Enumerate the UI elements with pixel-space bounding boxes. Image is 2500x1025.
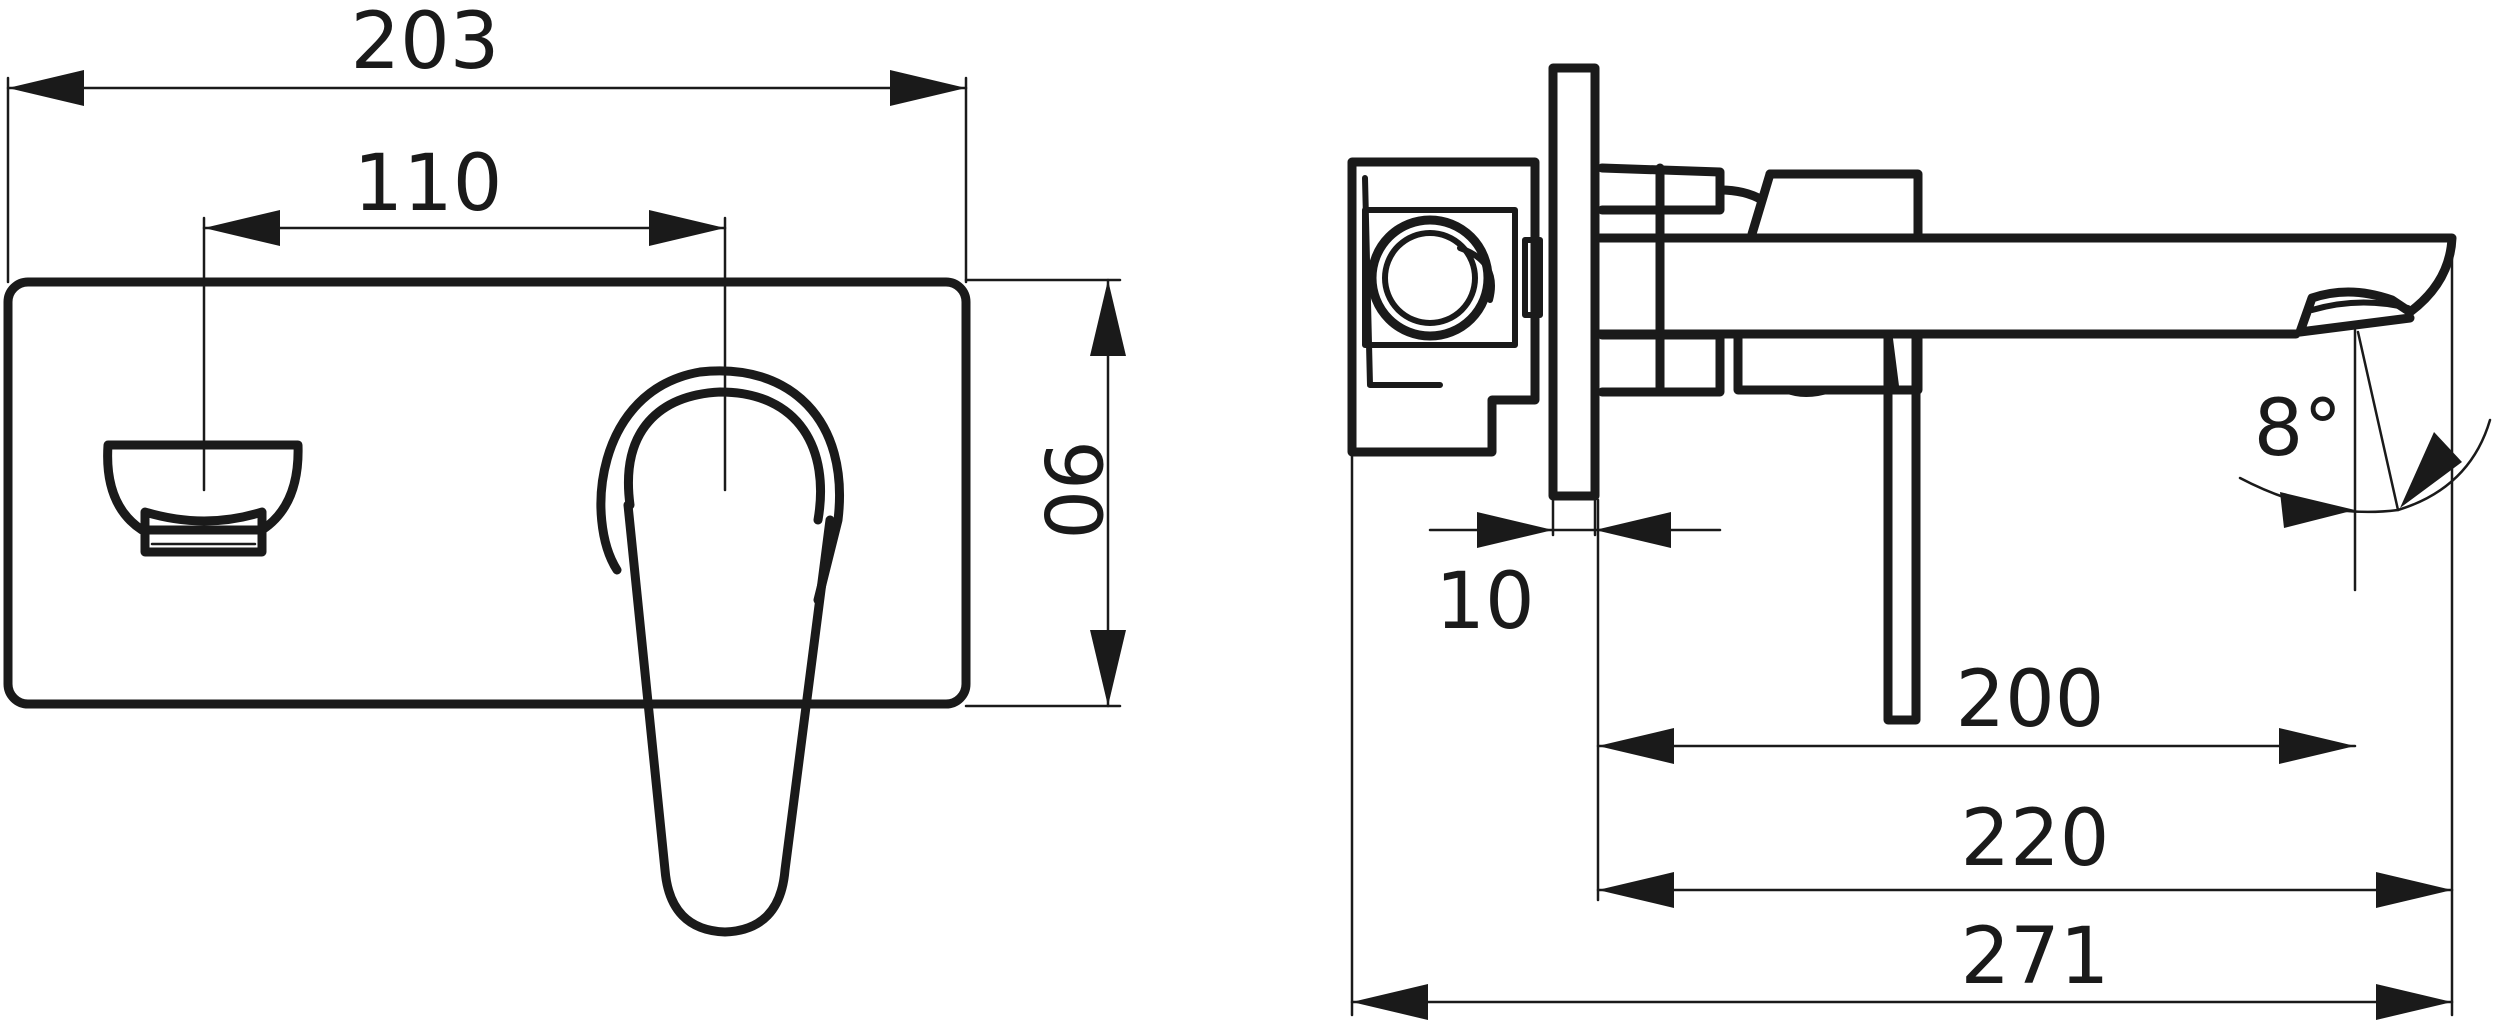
dimension-label-angle: 8°	[2254, 384, 2343, 474]
dimension-label-200: 200	[1956, 655, 2105, 745]
spout	[1595, 163, 2457, 397]
dimension-label-203: 203	[351, 0, 500, 87]
dimension-label-10: 10	[1435, 557, 1534, 647]
angle-dimension: 8°	[2238, 328, 2492, 592]
dimension-label-90: 90	[1026, 440, 1116, 539]
concealed-body	[1347, 157, 1543, 457]
lever-handle	[596, 366, 844, 937]
dimension-220: 220	[1596, 240, 2454, 1017]
side-view: 10 8° 200 220	[1347, 63, 2492, 1020]
dimension-200: 200	[1596, 498, 2357, 902]
front-view: 203 110 90	[3, 0, 1126, 937]
wall-plate-side	[1548, 63, 1600, 501]
wall-plate	[3, 277, 971, 709]
spout-outlet	[103, 440, 303, 557]
dimension-90: 90	[964, 278, 1126, 708]
dimension-label-110: 110	[354, 139, 503, 229]
dimension-label-271: 271	[1961, 912, 2110, 1002]
dimension-271: 271	[1350, 453, 2454, 1020]
dimension-203: 203	[6, 0, 968, 284]
dimension-110: 110	[202, 139, 727, 246]
dimension-label-220: 220	[1961, 794, 2110, 884]
dimension-10: 10	[1428, 494, 1722, 647]
lever-side	[1883, 330, 1921, 725]
